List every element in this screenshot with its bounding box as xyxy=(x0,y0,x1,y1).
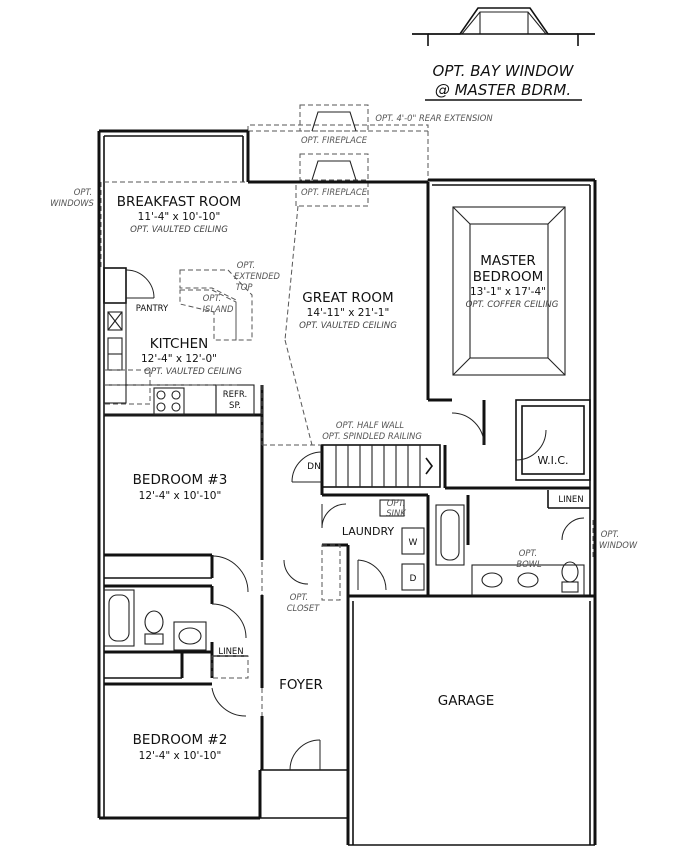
great-room-option: OPT. VAULTED CEILING xyxy=(299,321,397,331)
stair-arrow-icon xyxy=(425,457,433,475)
dryer-label: D xyxy=(410,574,417,584)
washer xyxy=(401,527,425,555)
kitchen-fixtures xyxy=(100,181,255,416)
foyer-name: FOYER xyxy=(279,677,323,693)
half-wall-label-1: OPT. HALF WALL xyxy=(336,420,405,430)
bedroom-2-dims: 12'-4" x 10'-10" xyxy=(139,750,222,762)
optional-sink xyxy=(379,499,405,517)
laundry-name: LAUNDRY xyxy=(342,525,395,538)
bay-window-inset: OPT. BAY WINDOW @ MASTER BDRM. xyxy=(412,7,595,101)
window-label-2: WINDOW xyxy=(599,540,638,550)
hall-vanity xyxy=(173,621,207,651)
breakfast-room-name: BREAKFAST ROOM xyxy=(117,194,241,210)
stair-down-label: DN xyxy=(307,462,321,472)
bay-window-caption-2: @ MASTER BDRM. xyxy=(435,81,571,99)
fireplace-lower-label: OPT. FIREPLACE xyxy=(301,187,368,197)
rear-extension-option: OPT. 4'-0" REAR EXTENSION OPT. FIREPLACE… xyxy=(247,104,493,207)
master-vanity xyxy=(471,564,585,596)
hall-bath-fixtures xyxy=(103,555,263,717)
extended-top-label-2: EXTENDED xyxy=(234,271,280,281)
closet-label-1: OPT. xyxy=(290,592,308,602)
hall-linen-label: LINEN xyxy=(218,647,243,657)
refrigerator-label-1: REFR. xyxy=(223,390,247,400)
great-room-dims: 14'-11" x 21'-1" xyxy=(307,307,390,319)
room-labels: BREAKFAST ROOM 11'-4" x 10'-10" OPT. VAU… xyxy=(117,194,569,762)
optional-extended-top xyxy=(179,269,253,341)
window-label-1: OPT. xyxy=(601,529,619,539)
pantry-label: PANTRY xyxy=(136,304,169,314)
bedroom-3-name: BEDROOM #3 xyxy=(133,472,228,488)
exterior-walls xyxy=(97,129,597,846)
master-tub xyxy=(435,504,465,566)
optional-island xyxy=(179,289,237,341)
dryer xyxy=(401,563,425,591)
kitchen-name: KITCHEN xyxy=(150,336,209,352)
closet-label-2: CLOSET xyxy=(287,603,320,613)
option-labels: OPT. WINDOWS OPT. EXTENDED TOP OPT. ISLA… xyxy=(50,187,638,613)
great-room-name: GREAT ROOM xyxy=(302,290,393,306)
master-bedroom-name-1: MASTER xyxy=(480,253,536,269)
washer-label: W xyxy=(409,538,418,548)
fireplace-lower xyxy=(299,153,369,181)
master-bedroom-name-2: BEDROOM xyxy=(473,269,543,285)
master-bedroom-option: OPT. COFFER CEILING xyxy=(466,300,559,310)
garage-name: GARAGE xyxy=(438,693,495,709)
optional-windows-label-2: WINDOWS xyxy=(50,198,94,208)
hall-tub xyxy=(103,589,135,647)
half-wall-label-2: OPT. SPINDLED RAILING xyxy=(322,431,422,441)
laundry-fixtures: W D xyxy=(283,499,425,601)
breakfast-room-dims: 11'-4" x 10'-10" xyxy=(138,211,221,223)
range-cooktop xyxy=(153,387,185,415)
sink-label-2: SINK xyxy=(386,508,407,518)
bowl-label-1: OPT. xyxy=(519,548,537,558)
breakfast-room-option: OPT. VAULTED CEILING xyxy=(130,225,228,235)
master-bedroom-dims: 13'-1" x 17'-4" xyxy=(470,286,546,298)
fireplace-upper xyxy=(299,104,369,132)
kitchen-option: OPT. VAULTED CEILING xyxy=(144,367,242,377)
pantry xyxy=(103,267,127,304)
bowl-label-2: BOWL xyxy=(516,559,542,569)
wic-name: W.I.C. xyxy=(537,454,568,467)
extended-top-label-3: TOP xyxy=(236,282,254,292)
bedroom-2-name: BEDROOM #2 xyxy=(133,732,228,748)
optional-windows-label-1: OPT. xyxy=(74,187,92,197)
small-labels: PANTRY REFR. SP. LINEN LINEN xyxy=(136,304,584,657)
fireplace-upper-label: OPT. FIREPLACE xyxy=(301,135,368,145)
refrigerator-label-2: SP. xyxy=(229,401,241,411)
master-bath-fixtures xyxy=(435,412,594,596)
rear-extension-label: OPT. 4'-0" REAR EXTENSION xyxy=(375,113,493,123)
master-linen-label: LINEN xyxy=(558,495,583,505)
island-label-2: ISLAND xyxy=(203,304,234,314)
bay-window-caption-1: OPT. BAY WINDOW xyxy=(433,62,575,80)
foyer-entry xyxy=(289,700,349,771)
extended-top-label-1: OPT. xyxy=(237,260,255,270)
sink-label-1: OPT. xyxy=(387,498,405,508)
kitchen-dims: 12'-4" x 12'-0" xyxy=(141,353,217,365)
optional-closet xyxy=(321,544,341,601)
stairs: DN xyxy=(291,444,441,488)
bedroom-3-dims: 12'-4" x 10'-10" xyxy=(139,490,222,502)
hall-toilet xyxy=(144,610,164,634)
coffer-ceiling xyxy=(452,206,566,376)
island-label-1: OPT. xyxy=(203,293,221,303)
